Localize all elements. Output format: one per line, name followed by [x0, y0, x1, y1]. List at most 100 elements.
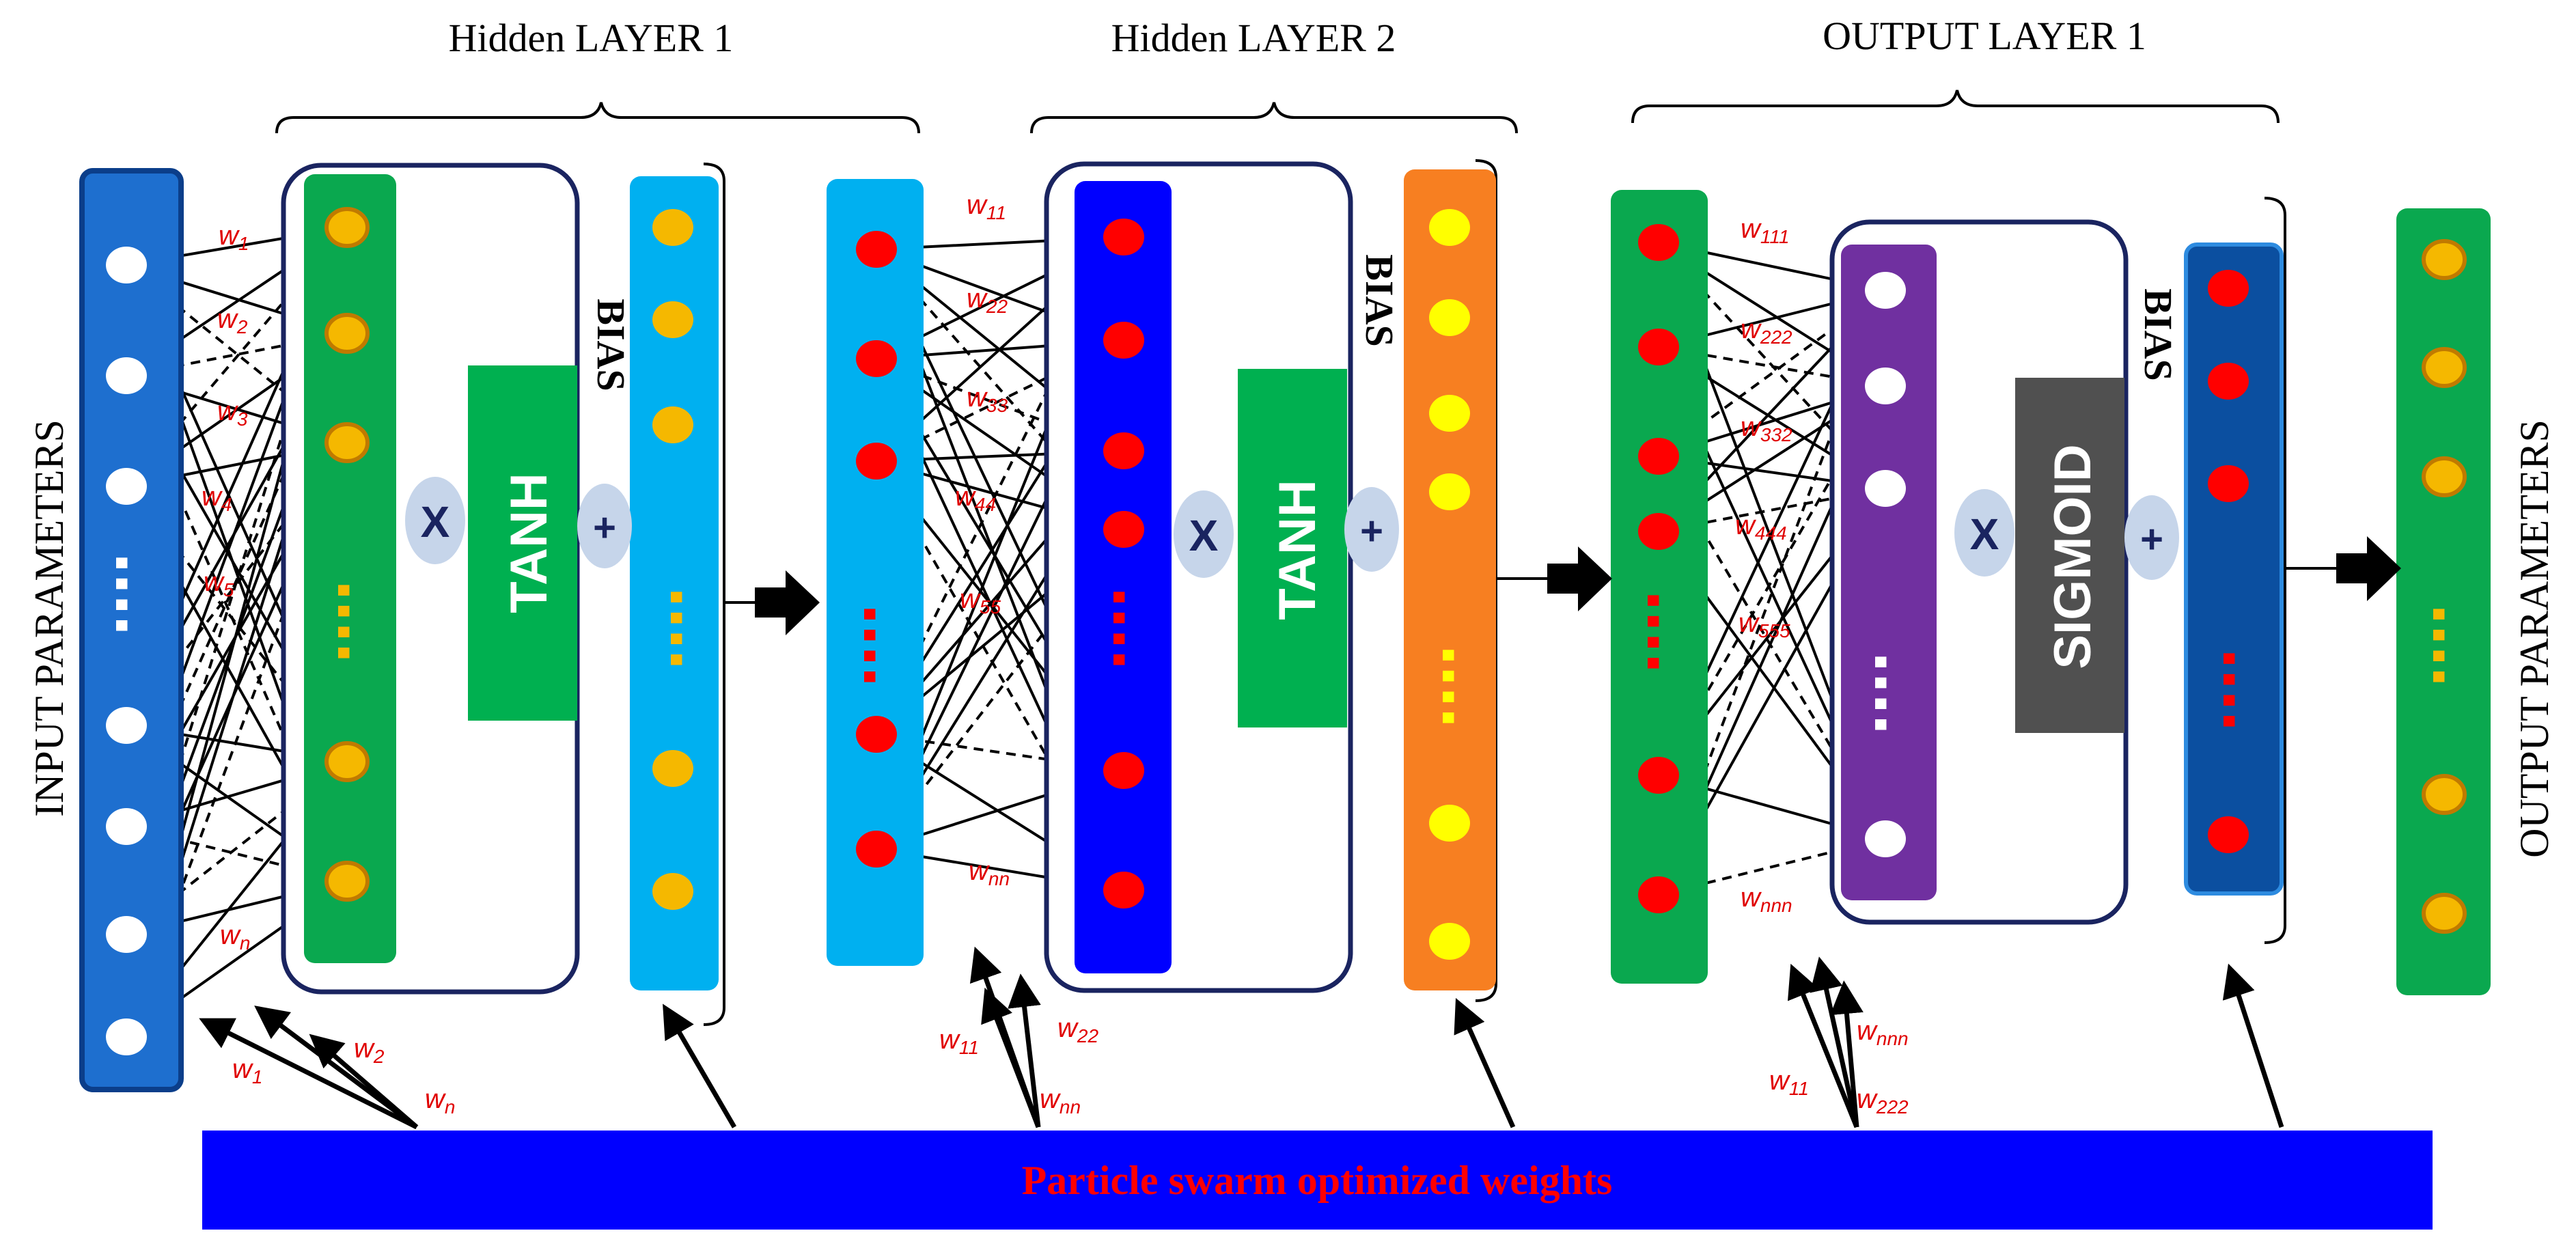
bias2-node — [1429, 923, 1470, 960]
output-parameter-node — [2422, 347, 2467, 388]
add-symbol: + — [593, 505, 616, 550]
output-node — [1865, 368, 1906, 404]
bias2-node — [1429, 209, 1470, 246]
weight-label-wn: wn — [220, 920, 250, 954]
hidden2-node — [1103, 752, 1144, 789]
output-parameter-node — [2422, 774, 2467, 815]
input-node — [106, 247, 147, 283]
pso-arrow — [1787, 963, 1859, 1128]
pso-weight-label-wn: wn — [425, 1084, 455, 1118]
pso-weights-label: Particle swarm optimized weights — [1022, 1158, 1613, 1203]
bias2-node — [1429, 805, 1470, 842]
output-parameter-node — [2422, 456, 2467, 497]
flow-arrow-3 — [2336, 536, 2401, 601]
weight-label-w4: w4 — [202, 482, 232, 515]
pso-weight-label-w11: w11 — [939, 1025, 979, 1058]
tanh-label-1: TANH — [500, 473, 558, 613]
output-layer-1-title: OUTPUT LAYER 1 — [1823, 14, 2146, 58]
output-node — [1865, 272, 1906, 309]
bias3-node — [2208, 363, 2249, 400]
output-input-node — [1638, 876, 1679, 913]
pso-weight-label-w222: w222 — [1857, 1084, 1909, 1118]
hidden2-input-bar — [827, 179, 924, 966]
bias1-node — [652, 301, 693, 338]
input-parameters-label: INPUT PARAMETERS — [27, 419, 72, 817]
multiply-operator-3: X — [1954, 489, 2014, 577]
hidden2-input-ellipsis: .... — [848, 604, 932, 687]
connection-line — [875, 248, 1125, 531]
output-input-node — [1638, 513, 1679, 550]
weight-label-w11: w11 — [967, 190, 1006, 223]
bias1-bar — [630, 176, 719, 990]
hidden1-node — [324, 741, 370, 782]
pso-weight-label-w2: w2 — [354, 1034, 385, 1067]
pso-weights-bar — [202, 1131, 2433, 1230]
hidden2-input-node — [856, 831, 897, 868]
multiply-symbol: X — [421, 497, 450, 546]
weight-label-w5: w5 — [204, 567, 234, 600]
bias3-node — [2208, 816, 2249, 853]
input-node-bar — [79, 168, 184, 1092]
bias3-bracket — [2264, 197, 2286, 944]
bias2-ellipsis: .... — [1426, 645, 1510, 728]
flow-arrow-2 — [1547, 546, 1612, 611]
hidden2-ellipsis: .... — [1097, 587, 1181, 670]
bias1-ellipsis: .... — [654, 587, 738, 670]
pso-arrow — [1830, 980, 1864, 1128]
pso-weight-label-w11b: w11 — [1769, 1066, 1809, 1099]
multiply-symbol: X — [1189, 511, 1219, 560]
pso-arrow — [981, 987, 1041, 1128]
hidden2-node — [1103, 432, 1144, 469]
hidden1-node — [324, 422, 370, 463]
bias3-node — [2208, 270, 2249, 307]
multiply-symbol: X — [1970, 510, 1999, 559]
bias2-node — [1429, 299, 1470, 336]
hidden2-node — [1103, 219, 1144, 255]
hidden2-input-node — [856, 443, 897, 480]
pso-weight-label-wnnn: wnnn — [1857, 1016, 1909, 1049]
pso-arrow — [2222, 963, 2284, 1128]
bias3-bar — [2184, 242, 2284, 896]
pso-arrow — [1810, 956, 1859, 1128]
bias2-node — [1429, 395, 1470, 432]
weight-label-w111: w111 — [1741, 214, 1789, 247]
input-node — [106, 707, 147, 744]
bias1-node — [652, 873, 693, 910]
hidden1-node-bar — [304, 174, 396, 963]
weight-label-w2: w2 — [217, 304, 248, 337]
bias-label-1: BIAS — [589, 299, 633, 391]
hidden2-tanh-block — [1238, 369, 1347, 727]
output-input-node — [1638, 438, 1679, 475]
pso-arrows — [199, 946, 2284, 1130]
bias-label-2: BIAS — [1357, 254, 1402, 346]
pso-arrow — [1454, 998, 1516, 1128]
add-operator-1: + — [577, 484, 632, 568]
hidden1-node — [324, 313, 370, 354]
bias1-node — [652, 406, 693, 443]
sigmoid-label: SIGMOID — [2044, 444, 2102, 669]
connection-line — [876, 339, 1124, 462]
multiply-operator-2: X — [1174, 490, 1234, 578]
hidden-layer-2-brace — [1030, 102, 1518, 134]
bias-label-3: BIAS — [2136, 288, 2180, 380]
input-node — [106, 468, 147, 505]
output-node — [1865, 470, 1906, 507]
weight-label-w1: w1 — [219, 221, 249, 254]
output-input-node — [1638, 224, 1679, 261]
pso-weight-label-w1: w1 — [232, 1054, 262, 1087]
hidden2-node — [1103, 872, 1144, 909]
add-symbol: + — [1360, 509, 1383, 553]
input-ellipsis: .... — [100, 553, 184, 636]
add-symbol: + — [2140, 517, 2163, 561]
hidden1-ellipsis: .... — [322, 580, 406, 663]
output-node-bar — [1841, 245, 1937, 900]
output-input-ellipsis: .... — [1631, 590, 1715, 674]
add-operator-2: + — [1344, 487, 1399, 572]
output-input-node — [1638, 757, 1679, 794]
output-input-bar — [1611, 190, 1708, 984]
weight-label-w3: w3 — [217, 396, 248, 430]
weight-label-w22: w22 — [967, 283, 1008, 317]
hidden2-input-node — [856, 340, 897, 377]
hidden2-input-node — [856, 231, 897, 268]
hidden-layer-1-title: Hidden LAYER 1 — [449, 16, 734, 60]
